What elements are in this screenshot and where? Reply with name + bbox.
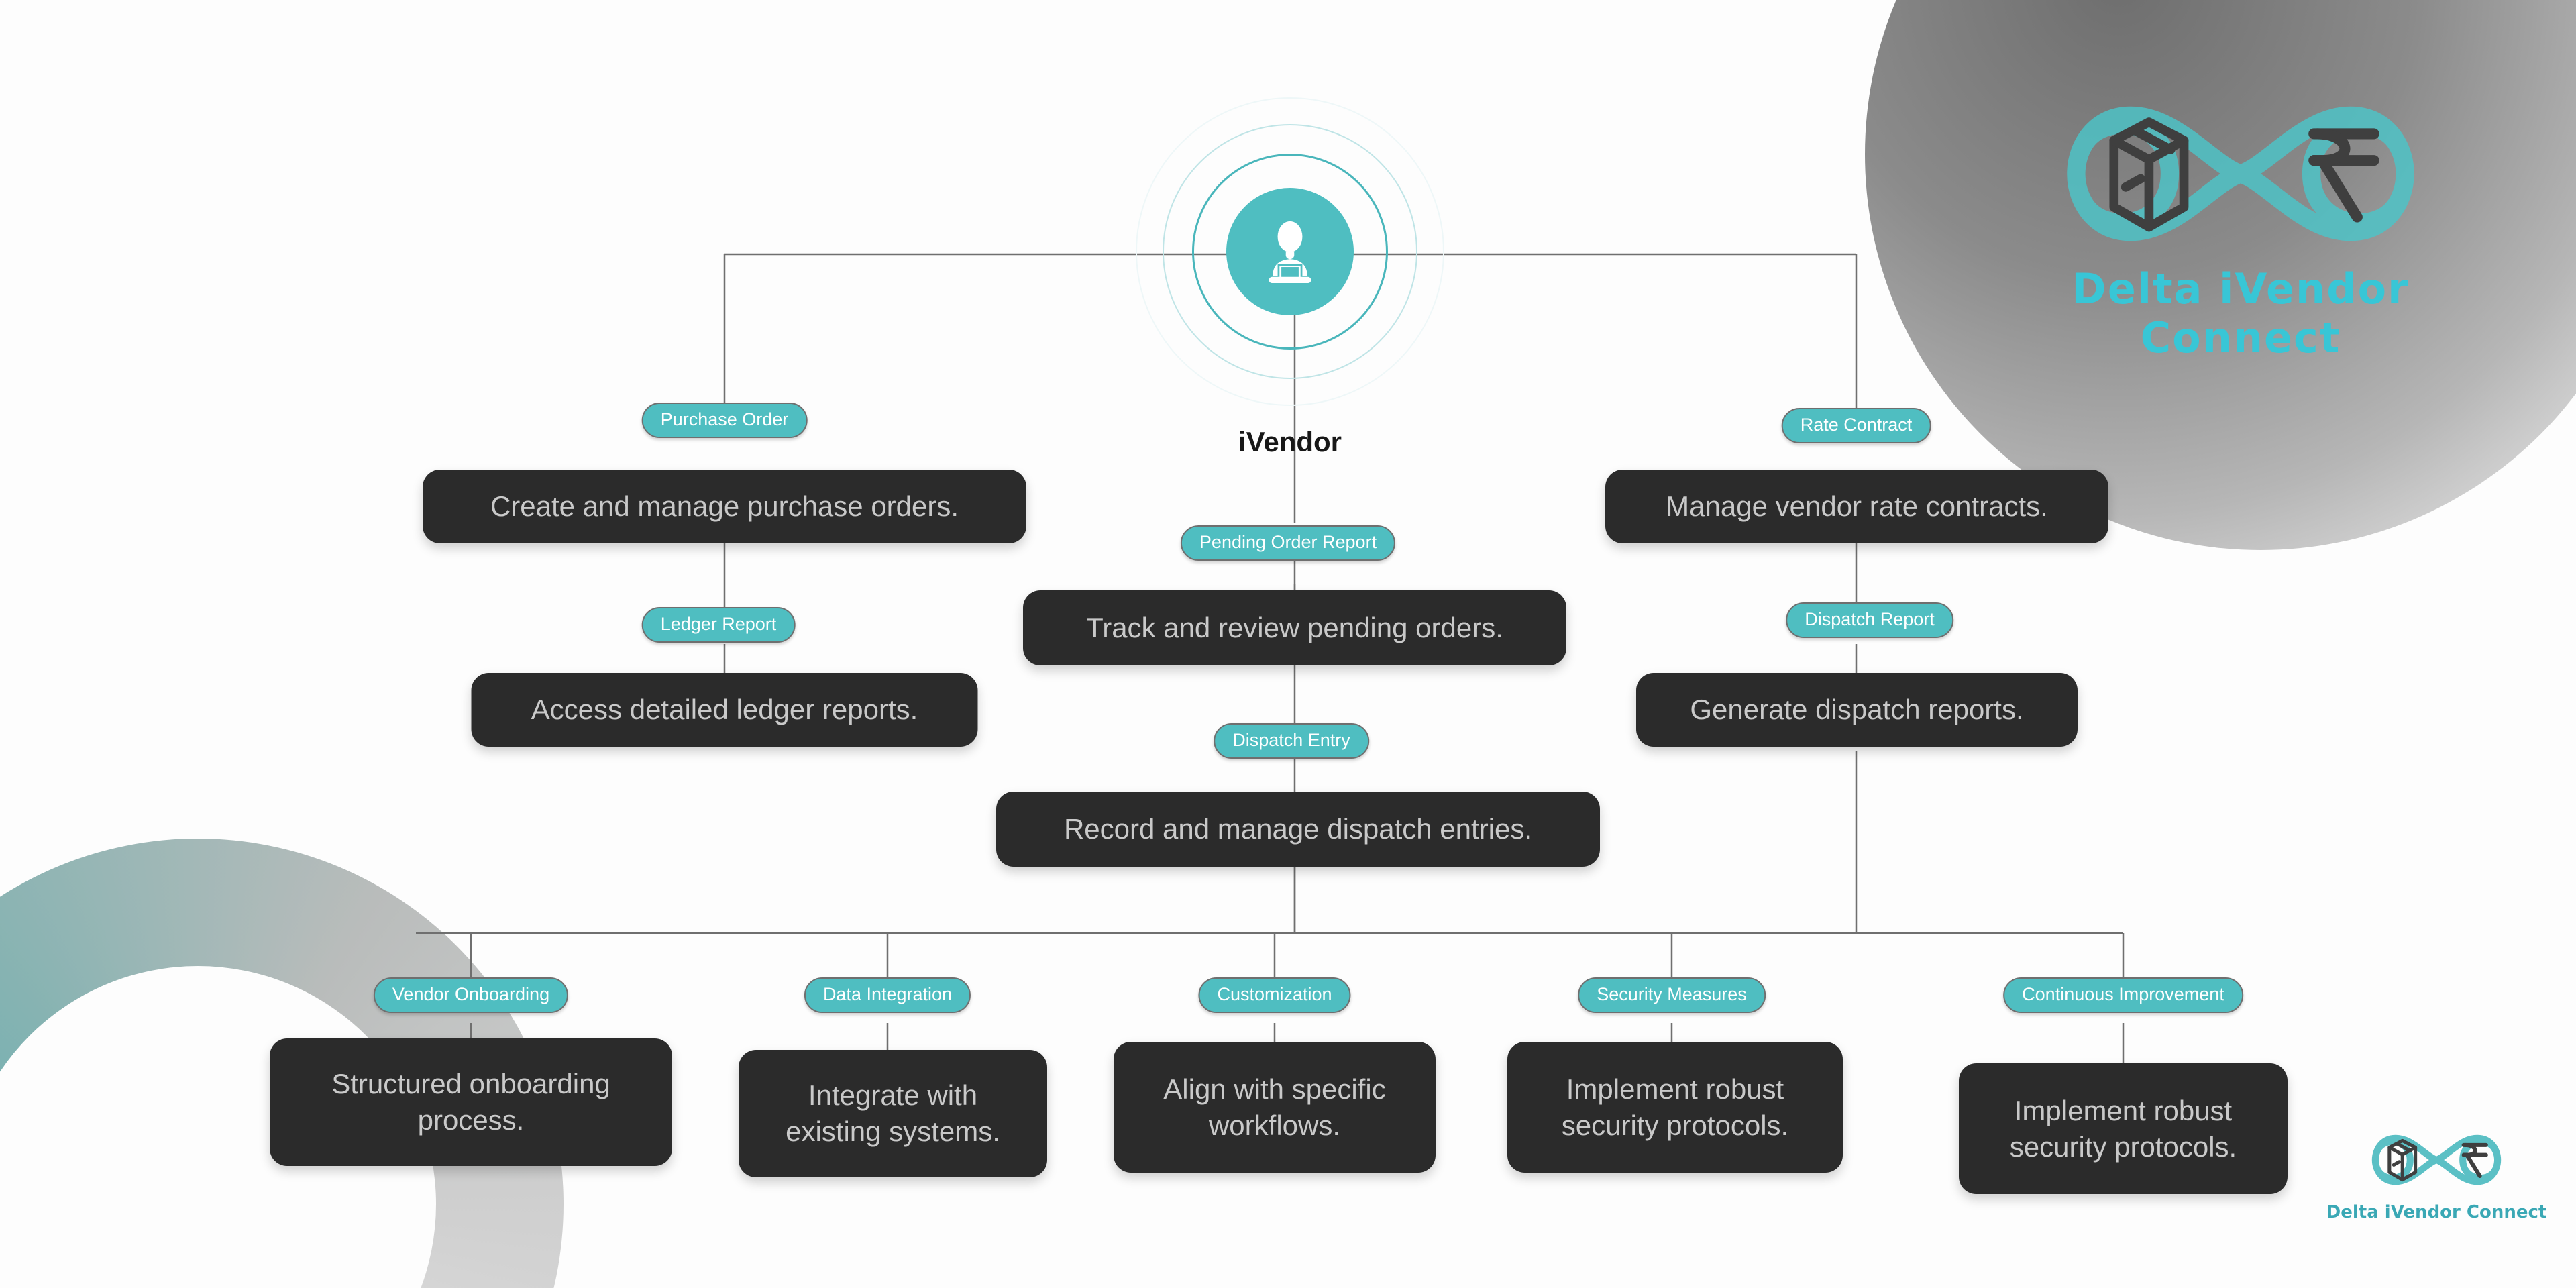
central-hub[interactable] [1136, 97, 1444, 406]
person-at-desk-icon [1269, 221, 1311, 284]
node-pill-rate-contract[interactable]: Rate Contract [1781, 408, 1931, 443]
node-card-customization[interactable]: Align with specific workflows. [1114, 1042, 1436, 1173]
node-pill-security-measures[interactable]: Security Measures [1578, 977, 1766, 1013]
node-pill-continuous-improvement[interactable]: Continuous Improvement [2003, 977, 2243, 1013]
brand-wordmark-small: Delta iVendor Connect [2326, 1202, 2547, 1222]
node-card-vendor-onboarding[interactable]: Structured onboarding process. [270, 1038, 672, 1166]
node-pill-customization[interactable]: Customization [1198, 977, 1351, 1013]
node-pill-dispatch-report[interactable]: Dispatch Report [1786, 602, 1953, 638]
node-pill-pending-order-report[interactable]: Pending Order Report [1180, 525, 1396, 561]
page-title: iVendor [1238, 426, 1342, 458]
node-pill-ledger-report[interactable]: Ledger Report [641, 607, 796, 643]
brand-logo-small: Delta iVendor Connect [2326, 1116, 2546, 1250]
node-card-dispatch-entry[interactable]: Record and manage dispatch entries. [996, 792, 1600, 867]
hub-ring-inner [1192, 154, 1388, 350]
node-pill-vendor-onboarding[interactable]: Vendor Onboarding [373, 977, 569, 1013]
node-card-ledger-report[interactable]: Access detailed ledger reports. [471, 673, 978, 747]
brand-wordmark-large: Delta iVendor Connect [2072, 264, 2410, 362]
node-card-pending-order-report[interactable]: Track and review pending orders. [1023, 590, 1566, 665]
infinity-box-rupee-icon-small [2371, 1134, 2502, 1185]
node-pill-data-integration[interactable]: Data Integration [804, 977, 971, 1013]
node-card-data-integration[interactable]: Integrate with existing systems. [739, 1050, 1047, 1177]
node-card-continuous-improvement[interactable]: Implement robust security protocols. [1959, 1063, 2288, 1194]
hub-ring-outer [1136, 97, 1444, 406]
brand-logo-large: Delta iVendor Connect [1986, 74, 2496, 362]
node-card-purchase-order[interactable]: Create and manage purchase orders. [423, 470, 1026, 543]
node-pill-dispatch-entry[interactable]: Dispatch Entry [1214, 723, 1369, 759]
node-card-security-measures[interactable]: Implement robust security protocols. [1507, 1042, 1843, 1173]
node-card-rate-contract[interactable]: Manage vendor rate contracts. [1605, 470, 2108, 543]
hub-core[interactable] [1226, 188, 1354, 315]
infinity-box-rupee-icon [2067, 106, 2414, 241]
node-pill-purchase-order[interactable]: Purchase Order [641, 402, 808, 438]
node-card-dispatch-report[interactable]: Generate dispatch reports. [1636, 673, 2078, 747]
hub-ring-middle [1163, 124, 1417, 379]
